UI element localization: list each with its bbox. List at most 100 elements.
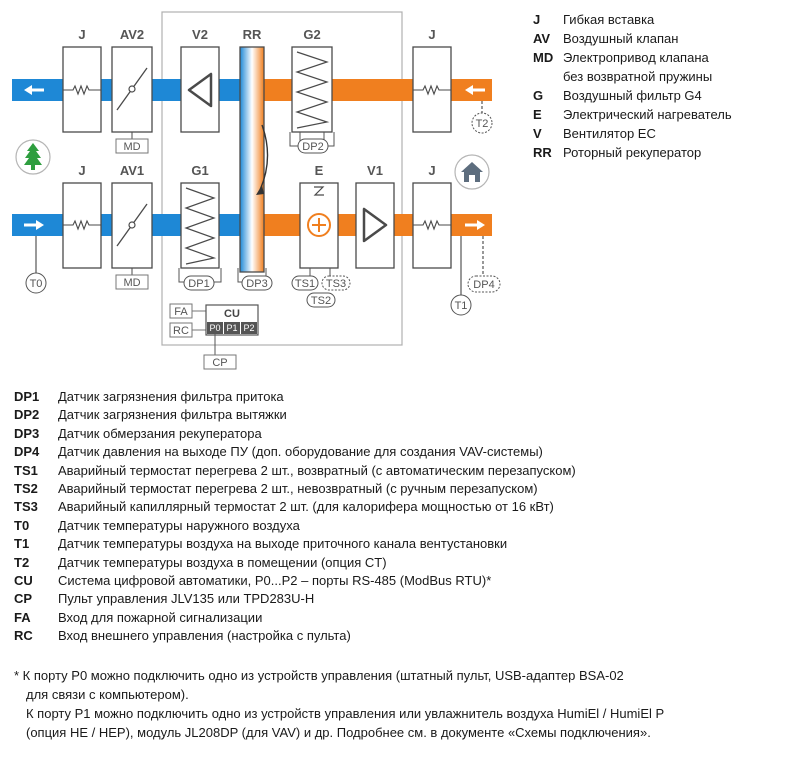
legend-text: Датчик температуры наружного воздуха	[58, 517, 300, 533]
ventilation-schematic: J AV2 MD V2 RR G2 DP2 J T2 J AV1	[12, 11, 501, 370]
input-rc-label: RC	[173, 325, 189, 337]
legend-code	[533, 67, 563, 86]
sensor-dp2	[297, 138, 329, 154]
control-panel-cp	[203, 354, 237, 370]
legend-code: V	[533, 126, 542, 141]
input-fa-label: FA	[174, 306, 188, 318]
sensor-ts1-label: TS1	[295, 278, 315, 290]
supply-inlet-arrow	[24, 220, 44, 230]
legend-code: T0	[14, 517, 30, 533]
label-j-bot-right: J	[428, 163, 435, 178]
sensor-dp4-label: DP4	[473, 279, 494, 291]
legend-text: Гибкая вставка	[563, 12, 655, 27]
actuator-md-bot-label: MD	[123, 277, 140, 289]
fan-v2-triangle	[187, 72, 213, 108]
port-p1-label: P1	[226, 323, 237, 333]
label-av1: AV1	[120, 163, 144, 178]
legend-text: Датчик температуры воздуха в помещении (…	[58, 554, 387, 570]
rotor-rotation-arrow	[259, 124, 269, 191]
filter-g2-pleats	[295, 51, 330, 129]
legend-text: без возвратной пружины	[563, 69, 713, 84]
sensor-dp1	[183, 275, 215, 291]
sensor-ts1	[291, 275, 319, 291]
label-g2: G2	[303, 27, 320, 42]
legend-code: E	[533, 107, 542, 122]
port-p2-label: P2	[243, 323, 254, 333]
sensor-t0-label: T0	[30, 278, 43, 290]
legend-code: CU	[14, 573, 33, 589]
sensor-dp3-label: DP3	[246, 278, 267, 290]
legend-code: T1	[14, 536, 30, 552]
legend-text: Воздушный клапан	[563, 31, 679, 46]
rotary-recuperator	[239, 46, 265, 273]
legend-text: Электрический нагреватель	[563, 107, 732, 122]
legend-text: Аварийный термостат перегрева 2 шт., нев…	[58, 481, 538, 497]
legend-code: T2	[14, 554, 30, 570]
footnote-line: К порту P1 можно подключить одно из устр…	[26, 706, 665, 721]
legend-code: TS1	[14, 462, 38, 478]
sensor-ts2-label: TS2	[311, 295, 331, 307]
legend-code: CP	[14, 591, 33, 607]
heater-lightning-icon	[313, 186, 325, 196]
label-j-top-left: J	[78, 27, 85, 42]
sensor-t2-label: T2	[476, 118, 489, 130]
legend-code: MD	[533, 50, 554, 65]
footnote-line: (опция HE / HEP), модуль JL208DP (для VA…	[26, 725, 651, 740]
control-unit-label: CU	[224, 308, 240, 320]
sensor-t0	[25, 272, 47, 294]
filter-g2	[291, 46, 333, 133]
filter-g1	[180, 182, 220, 269]
label-v1: V1	[367, 163, 383, 178]
legend-code: RR	[533, 145, 552, 160]
legend-text: Система цифровой автоматики, P0...P2 – п…	[58, 573, 492, 589]
port-p1	[224, 322, 240, 334]
label-v2: V2	[192, 27, 208, 42]
actuator-md-bot	[115, 274, 149, 290]
legend-code: TS2	[14, 481, 38, 497]
legend-text: Пульт управления JLV135 или TPD283U-H	[58, 591, 315, 607]
footnote-line: * К порту P0 можно подключить одно из ус…	[14, 668, 624, 683]
port-p2	[241, 322, 257, 334]
component-legend: J Гибкая вставка AV Воздушный клапан MD Эле…	[533, 10, 795, 162]
legend-text: Датчик загрязнения фильтра вытяжки	[58, 407, 287, 423]
sensor-t2	[471, 112, 493, 134]
label-g1: G1	[191, 163, 208, 178]
label-j-top-right: J	[428, 27, 435, 42]
legend-text: Вход для пожарной сигнализации	[58, 609, 263, 625]
legend-code: G	[533, 88, 544, 103]
legend-code: J	[533, 12, 541, 27]
supply-outlet-arrow	[465, 220, 485, 230]
legend-code: FA	[14, 609, 31, 625]
legend-code: TS3	[14, 499, 38, 515]
label-e: E	[315, 163, 324, 178]
rotor-arrow-head	[256, 185, 264, 195]
legend-text: Датчик обмерзания рекуператора	[58, 425, 262, 441]
sensor-ts3-label: TS3	[326, 278, 346, 290]
legend-text: Датчик загрязнения фильтра притока	[58, 389, 284, 404]
sensor-dp1-label: DP1	[188, 278, 209, 290]
sensor-dp3	[241, 275, 273, 291]
legend-code: DP4	[14, 444, 40, 460]
exhaust-inlet-arrow	[465, 85, 485, 95]
legend-text: Роторный рекуператор	[563, 145, 702, 160]
legend-text: Датчик температуры воздуха на выходе при…	[58, 536, 508, 552]
label-rr: RR	[243, 27, 262, 42]
legend-text: Воздушный фильтр G4	[563, 88, 702, 103]
actuator-md-top	[115, 138, 149, 154]
legend-code: RC	[14, 628, 33, 644]
legend-text: Вход внешнего управления (настройка с пу…	[58, 628, 351, 644]
sensor-ts3	[321, 275, 351, 291]
label-av2: AV2	[120, 27, 144, 42]
legend-text: Вентилятор EC	[563, 126, 656, 141]
legend-code: AV	[533, 31, 551, 46]
legend-text: Аварийный капиллярный термостат 2 шт. (д…	[58, 499, 554, 515]
label-j-bot-left: J	[78, 163, 85, 178]
sensor-dp2-label: DP2	[302, 141, 323, 153]
legend-text: Датчик давления на выходе ПУ (доп. обору…	[58, 444, 543, 460]
port-p0-label: P0	[209, 323, 220, 333]
footnote: * К порту P0 можно подключить одно из ус…	[14, 666, 794, 742]
fan-v1	[355, 182, 395, 269]
sensor-t1	[450, 294, 472, 316]
flex-connector-top-left-zigzag	[63, 84, 101, 96]
